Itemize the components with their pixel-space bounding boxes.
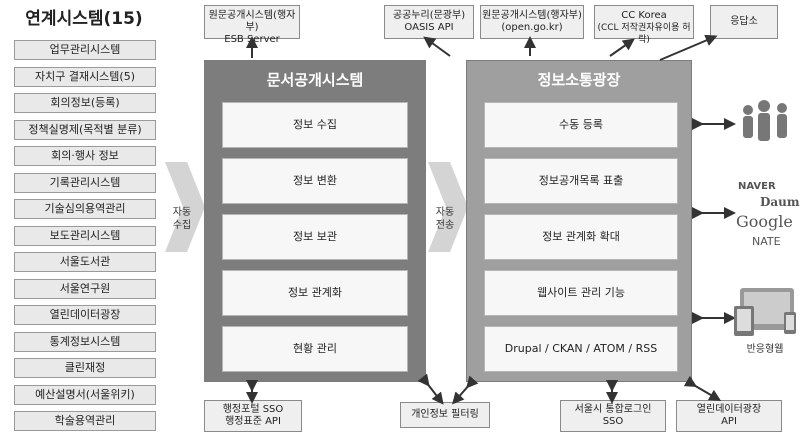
nate-logo: NATE — [752, 235, 781, 248]
document-function-item: 정보 변환 — [222, 158, 408, 204]
daum-logo: Daum — [760, 195, 800, 209]
oasis-api-box: 공공누리(문광부)OASIS API — [384, 5, 474, 39]
document-function-item: 현황 관리 — [222, 326, 408, 372]
google-logo: Google — [736, 212, 793, 231]
plaza-function-item: Drupal / CKAN / ATOM / RSS — [484, 326, 678, 372]
linked-system-item: 열린데이터광장 — [14, 305, 156, 325]
linked-system-item: 회의정보(등록) — [14, 93, 156, 113]
responsive-devices-icon — [734, 288, 796, 336]
plaza-function-item: 정보공개목록 표출 — [484, 158, 678, 204]
linked-system-item: 정책실명제(목적별 분류) — [14, 119, 156, 140]
info-plaza-title: 정보소통광장 — [537, 71, 621, 89]
document-system-title: 문서공개시스템 — [266, 71, 364, 89]
arrow-privacy-right — [452, 375, 479, 405]
linked-system-item: 자치구 결재시스템(5) — [14, 66, 156, 87]
document-function-item: 정보 관계화 — [222, 270, 408, 316]
naver-logo: NAVER — [738, 181, 776, 192]
linked-system-item: 예산설명서(서울위키) — [14, 384, 156, 405]
arrow-to-open-data-api — [683, 375, 722, 402]
linked-system-item: 서울연구원 — [14, 278, 156, 299]
linked-system-item: 학술용역관리 — [14, 411, 156, 431]
arrow-privacy-left — [417, 373, 444, 405]
linked-system-item: 회의·행사 정보 — [14, 146, 156, 166]
arrow-to-cc-korea — [609, 38, 635, 57]
arrow-to-response — [659, 34, 718, 61]
plaza-function-item: 수동 등록 — [484, 102, 678, 148]
linked-system-item: 클린재정 — [14, 358, 156, 378]
document-function-item: 정보 수집 — [222, 102, 408, 148]
privacy-filter-box: 개인정보 필터링 — [400, 402, 490, 428]
plaza-function-item: 정보 관계화 확대 — [484, 214, 678, 260]
auto-transfer-chevron — [428, 162, 468, 252]
linked-system-item: 보도관리시스템 — [14, 225, 156, 246]
linked-system-item: 기록관리시스템 — [14, 172, 156, 193]
linked-systems-title: 연계시스템(15) — [25, 9, 143, 29]
document-function-item: 정보 보관 — [222, 214, 408, 260]
response-center-box: 응답소 — [710, 5, 778, 39]
linked-system-item: 업무관리시스템 — [14, 40, 156, 60]
linked-system-item: 통계정보시스템 — [14, 331, 156, 352]
users-icon — [743, 100, 787, 141]
cc-korea-box: CC Korea(CCL 저작권자유이용 허락) — [594, 5, 694, 45]
arrow-to-oasis — [423, 36, 451, 57]
linked-system-item: 기술심의용역관리 — [14, 199, 156, 219]
plaza-function-item: 웹사이트 관리 기능 — [484, 270, 678, 316]
auto-collect-chevron — [165, 162, 205, 252]
responsive-web-label: 반응형웹 — [746, 344, 784, 355]
linked-system-item: 서울도서관 — [14, 252, 156, 272]
